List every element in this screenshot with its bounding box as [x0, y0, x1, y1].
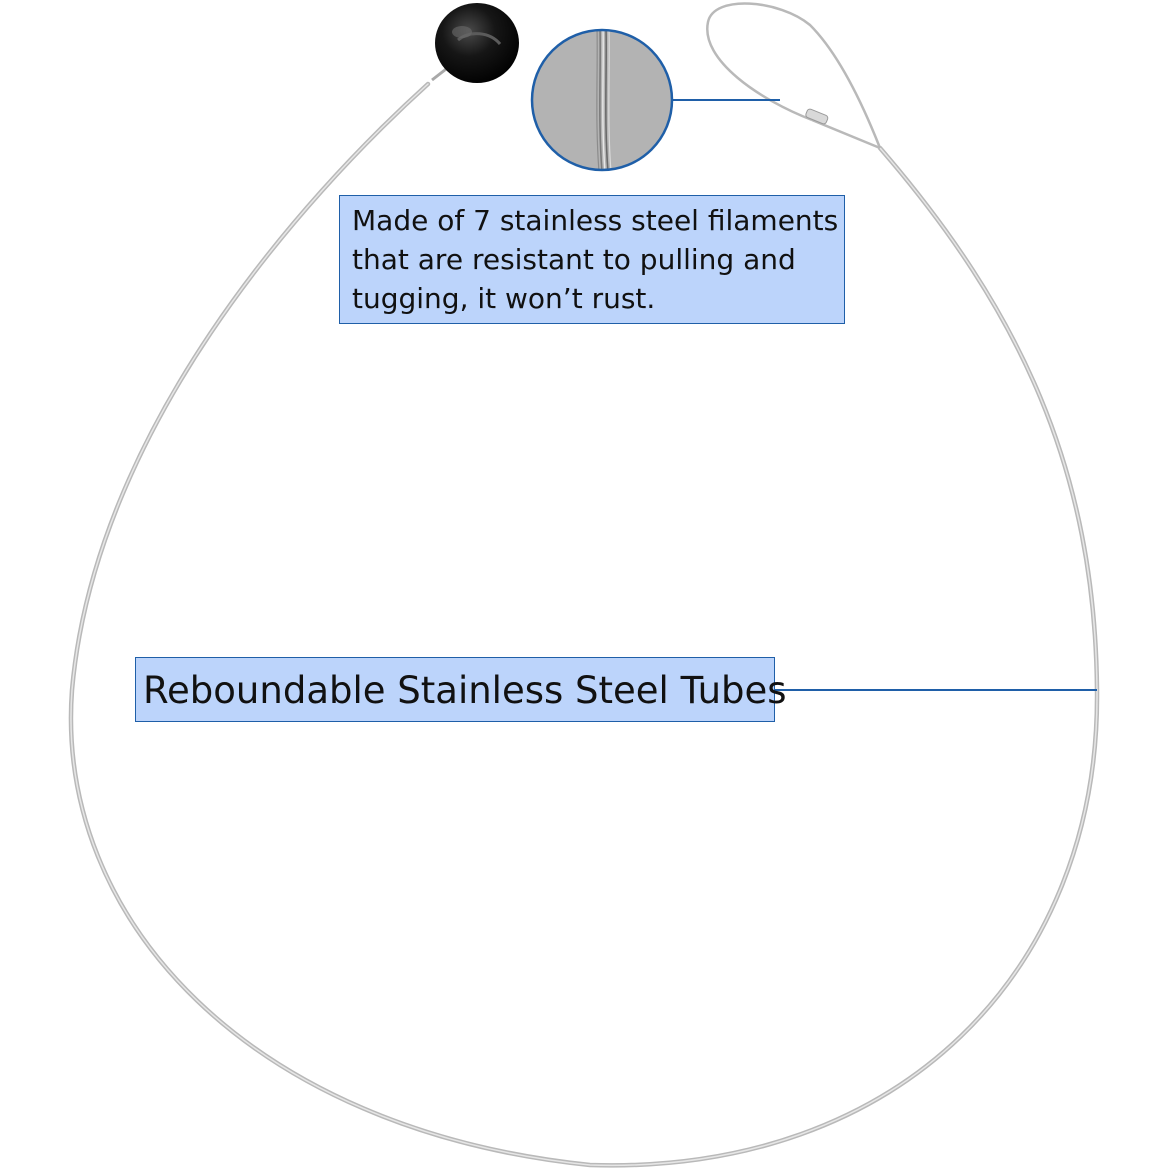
- filaments-callout: Made of 7 stainless steel filaments that…: [339, 195, 845, 324]
- wire-loop-icon: [706, 2, 882, 150]
- tubes-callout-label: Reboundable Stainless Steel Tubes: [143, 669, 787, 712]
- tubes-callout: Reboundable Stainless Steel Tubes: [135, 657, 787, 722]
- filament-magnifier-icon: [530, 28, 674, 172]
- steel-wire-highlight: [70, 83, 1098, 1167]
- filaments-callout-line-1: Made of 7 stainless steel filaments: [352, 204, 839, 237]
- filaments-callout-line-2: that are resistant to pulling and: [352, 243, 796, 276]
- filaments-callout-line-3: tugging, it won’t rust.: [352, 282, 656, 315]
- black-ball-end-cap-icon: [435, 3, 519, 83]
